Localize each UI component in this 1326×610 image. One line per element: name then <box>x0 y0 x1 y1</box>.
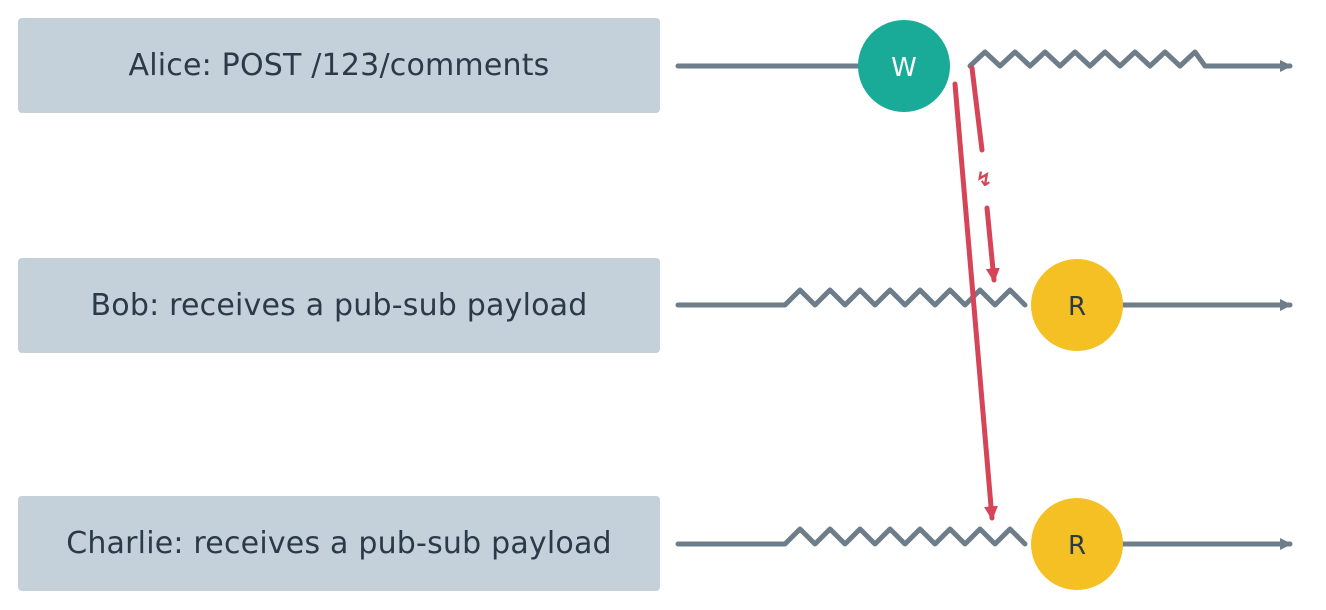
read-node-charlie: R <box>1031 498 1123 590</box>
message-arrow-to-bob-part2 <box>984 205 1000 283</box>
lane-label-charlie-text: Charlie: receives a pub-sub payload <box>66 526 612 561</box>
lane-label-charlie: Charlie: receives a pub-sub payload <box>18 496 660 591</box>
lane-label-alice-text: Alice: POST /123/comments <box>128 48 550 83</box>
bob-timeline <box>675 287 1028 308</box>
read-node-bob-label: R <box>1068 292 1086 322</box>
message-arrow-to-charlie <box>952 81 998 521</box>
lane-label-bob: Bob: receives a pub-sub payload <box>18 258 660 353</box>
charlie-timeline <box>675 526 1028 547</box>
interrupt-icon: ↯ <box>976 167 993 191</box>
write-node: W <box>858 20 950 112</box>
read-node-charlie-label: R <box>1068 531 1086 561</box>
read-node-bob: R <box>1031 259 1123 351</box>
lane-label-bob-text: Bob: receives a pub-sub payload <box>90 288 588 323</box>
lane-label-alice: Alice: POST /123/comments <box>18 18 660 113</box>
write-node-label: W <box>891 53 917 83</box>
message-arrow-to-bob-part1 <box>969 65 985 153</box>
alice-timeline-latency <box>967 49 1293 72</box>
